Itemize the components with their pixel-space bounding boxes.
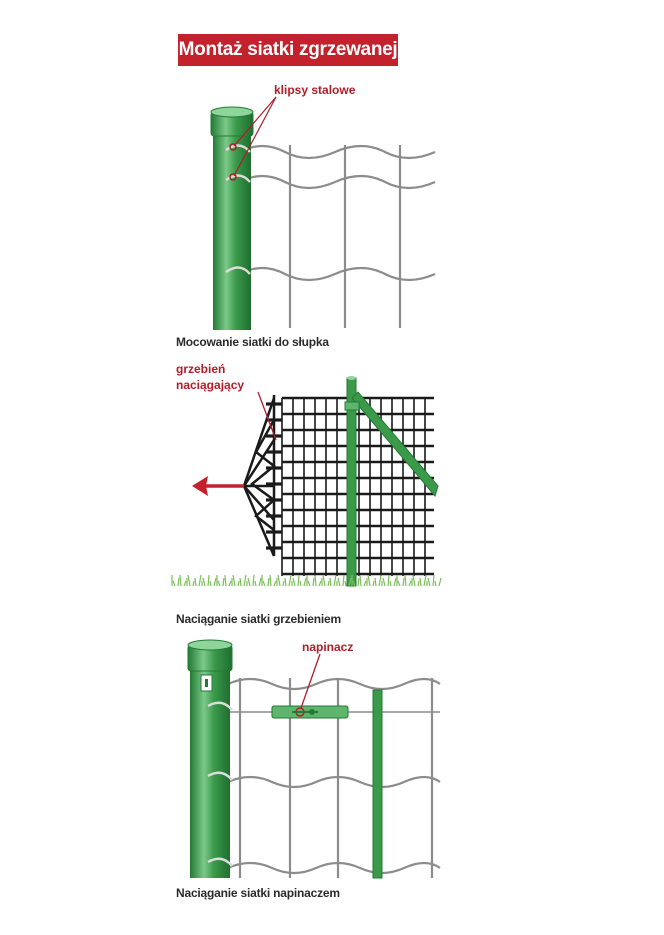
clips-callout-label: klipsy stalowe <box>274 83 356 97</box>
grass-blade <box>359 574 362 587</box>
grass-blade <box>282 580 285 587</box>
grass-blade <box>303 577 307 587</box>
grass-blade <box>192 580 195 587</box>
panel1-caption: Mocowanie siatki do słupka <box>176 335 329 349</box>
grass-blade <box>217 580 221 587</box>
pull-arrow-icon <box>192 476 244 496</box>
grass-blade <box>412 574 416 587</box>
panel2-brace <box>351 391 439 498</box>
grass-blade <box>314 574 317 587</box>
grass-blade <box>209 580 212 587</box>
grass-blade <box>423 574 427 587</box>
grass-blade <box>237 580 240 587</box>
grass-blade <box>397 580 401 587</box>
panel2-caption: Naciąganie siatki grzebieniem <box>176 612 341 626</box>
grass-blade <box>243 574 247 587</box>
panel3-post <box>190 660 230 878</box>
comb-callout-label-line1: grzebień <box>176 362 226 376</box>
grass-blade <box>213 577 217 587</box>
grass-blade <box>342 574 345 587</box>
panel3-thin-post <box>372 689 383 879</box>
grass-blade <box>352 580 356 587</box>
grass-blade <box>207 574 210 587</box>
grass-blade <box>402 577 405 587</box>
grass-blade <box>393 577 397 587</box>
page-title: Montaż siatki zgrzewanej <box>178 34 398 66</box>
grass-blade <box>327 580 330 587</box>
panel1-mesh <box>239 144 436 328</box>
grass <box>171 574 442 587</box>
panel1-illustration <box>210 96 436 330</box>
grass-blade <box>299 580 302 587</box>
grass-blade <box>312 577 315 587</box>
grass-blade <box>183 580 187 587</box>
grass-blade <box>378 574 382 587</box>
panel2-mesh <box>281 396 434 576</box>
grass-blade <box>307 580 311 587</box>
grass-blade <box>232 574 236 587</box>
grass-blade <box>292 577 296 587</box>
grass-blade <box>194 577 197 587</box>
grass-blade <box>322 574 326 587</box>
grass-blade <box>357 577 360 587</box>
grass-blade <box>172 580 176 587</box>
grass-blade <box>258 577 262 587</box>
grass-blade <box>404 574 407 587</box>
grass-blade <box>333 574 337 587</box>
grass-blade <box>273 580 277 587</box>
grass-blade <box>239 577 242 587</box>
grass-blade <box>284 577 287 587</box>
grass-blade <box>363 580 367 587</box>
grass-blade <box>417 580 420 587</box>
panel3-caption: Naciąganie siatki napinaczem <box>176 886 340 900</box>
grass-blade <box>179 574 182 587</box>
grass-blade <box>277 574 281 587</box>
grass-blade <box>387 574 390 587</box>
grass-blade <box>228 580 232 587</box>
grass-blade <box>198 574 202 587</box>
grass-blade <box>254 580 257 587</box>
grass-blade <box>247 577 251 587</box>
grass-blade <box>177 577 180 587</box>
grass-blade <box>269 574 272 587</box>
grass-blade <box>318 580 322 587</box>
grass-blade <box>367 574 371 587</box>
grass-blade <box>329 577 332 587</box>
tensioner-callout-label: napinacz <box>302 640 354 654</box>
grass-blade <box>297 574 300 587</box>
grass-blade <box>427 577 431 587</box>
grass-blade <box>224 574 227 587</box>
grass-blade <box>267 577 270 587</box>
grass-blade <box>419 577 422 587</box>
panel2-illustration <box>171 376 442 587</box>
grass-blade <box>434 580 437 587</box>
grass-blade <box>374 577 377 587</box>
grass-blade <box>382 577 386 587</box>
grass-blade <box>372 580 375 587</box>
grass-blade <box>288 574 292 587</box>
comb-callout-label-line2: naciągający <box>176 378 245 392</box>
grass-blade <box>262 580 266 587</box>
grass-blade <box>337 577 341 587</box>
tensioner <box>271 705 349 719</box>
grass-blade <box>408 580 412 587</box>
grass-blade <box>202 577 206 587</box>
grass-blade <box>344 580 347 587</box>
grass-blade <box>222 577 225 587</box>
grass-blade <box>252 574 255 587</box>
grass-blade <box>389 580 392 587</box>
grass-blade <box>187 574 191 587</box>
grass-blade <box>432 574 435 587</box>
grass-blade <box>348 577 352 587</box>
grass-blade <box>438 577 442 587</box>
